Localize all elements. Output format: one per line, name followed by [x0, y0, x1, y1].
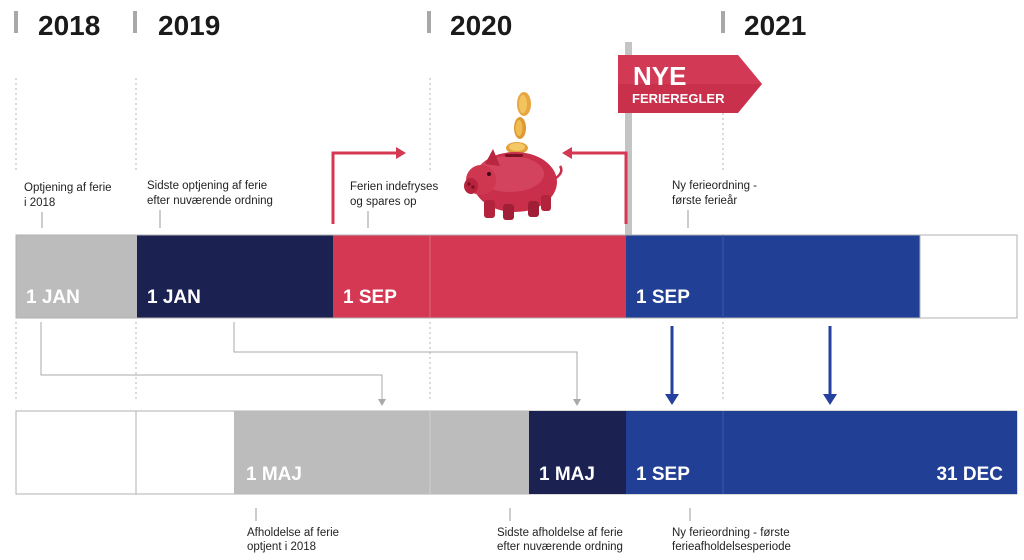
- connector-2019: [233, 322, 578, 400]
- segment-red: [333, 235, 626, 318]
- piggy-bank-icon: [464, 149, 563, 220]
- arrow-left-head: [562, 147, 572, 159]
- segment-gray: [234, 411, 529, 494]
- svg-text:optjent i 2018: optjent i 2018: [247, 541, 316, 553]
- year-label-2020: 2020: [450, 10, 512, 41]
- svg-text:Ny ferieordning -: Ny ferieordning -: [672, 180, 757, 192]
- svg-text:Ferien indefryses: Ferien indefryses: [350, 181, 438, 193]
- svg-text:første ferieår: første ferieår: [672, 195, 737, 207]
- top-label-3: 1 SEP: [343, 287, 397, 308]
- year-markers: 2018 2019 2020 2021: [14, 10, 806, 41]
- svg-text:Sidste afholdelse af ferie: Sidste afholdelse af ferie: [497, 527, 623, 539]
- segment-navy: [137, 235, 333, 318]
- bottom-label-1: 1 MAJ: [246, 464, 302, 485]
- coin-icon: [506, 92, 531, 154]
- top-caption-1: Optjening af ferie i 2018: [24, 182, 112, 228]
- year-label-2021: 2021: [744, 10, 806, 41]
- year-tick: [14, 11, 18, 33]
- bottom-label-2: 1 MAJ: [539, 464, 595, 485]
- year-tick: [427, 11, 431, 33]
- segment-navy: [529, 411, 626, 494]
- top-label-2: 1 JAN: [147, 287, 201, 308]
- svg-text:ferieafholdelsesperiode: ferieafholdelsesperiode: [672, 541, 791, 553]
- connector-2018: [40, 322, 383, 400]
- top-caption-3: Ferien indefryses og spares op: [350, 181, 438, 228]
- svg-text:i 2018: i 2018: [24, 197, 55, 209]
- segment-gray: [16, 235, 137, 318]
- year-tick: [133, 11, 137, 33]
- badge-title: NYE: [633, 61, 686, 91]
- flag-pole: [625, 42, 632, 237]
- bottom-caption-1: Afholdelse af ferie optjent i 2018: [247, 508, 339, 553]
- new-rules-badge: NYE FERIEREGLER: [618, 55, 762, 113]
- svg-text:og spares op: og spares op: [350, 196, 417, 208]
- bottom-label-4: 31 DEC: [936, 464, 1003, 485]
- svg-text:Ny ferieordning - første: Ny ferieordning - første: [672, 527, 790, 539]
- segment-blue: [626, 411, 1017, 494]
- badge-subtitle: FERIEREGLER: [632, 91, 725, 106]
- bottom-label-3: 1 SEP: [636, 464, 690, 485]
- bottom-caption-3: Ny ferieordning - første ferieafholdelse…: [672, 508, 791, 553]
- connector-head: [573, 399, 581, 406]
- year-label-2019: 2019: [158, 10, 220, 41]
- down-arrows: [665, 326, 837, 405]
- arrow-right: [331, 151, 400, 224]
- top-timeline-bar: 1 JAN 1 JAN 1 SEP 1 SEP: [15, 234, 1018, 319]
- bottom-timeline-bar: 1 MAJ 1 MAJ 1 SEP 31 DEC: [15, 410, 1018, 495]
- svg-text:efter nuværende ordning: efter nuværende ordning: [147, 195, 273, 207]
- freeze-arrows: [331, 151, 628, 224]
- arrow-left: [568, 151, 628, 224]
- svg-text:Afholdelse af ferie: Afholdelse af ferie: [247, 527, 339, 539]
- segment-blue: [626, 235, 920, 318]
- year-tick: [721, 11, 725, 33]
- svg-text:Sidste optjening af ferie: Sidste optjening af ferie: [147, 180, 267, 192]
- connector-arrows: [40, 322, 578, 400]
- segment-empty: [919, 234, 1018, 319]
- top-label-4: 1 SEP: [636, 287, 690, 308]
- connector-head: [378, 399, 386, 406]
- top-caption-2: Sidste optjening af ferie efter nuværend…: [147, 180, 273, 228]
- bottom-caption-2: Sidste afholdelse af ferie efter nuværen…: [497, 508, 623, 553]
- top-label-1: 1 JAN: [26, 287, 80, 308]
- svg-text:Optjening af ferie: Optjening af ferie: [24, 182, 112, 194]
- top-caption-4: Ny ferieordning - første ferieår: [672, 180, 757, 228]
- year-label-2018: 2018: [38, 10, 100, 41]
- arrow-right-head: [396, 147, 406, 159]
- svg-text:efter nuværende ordning: efter nuværende ordning: [497, 541, 623, 553]
